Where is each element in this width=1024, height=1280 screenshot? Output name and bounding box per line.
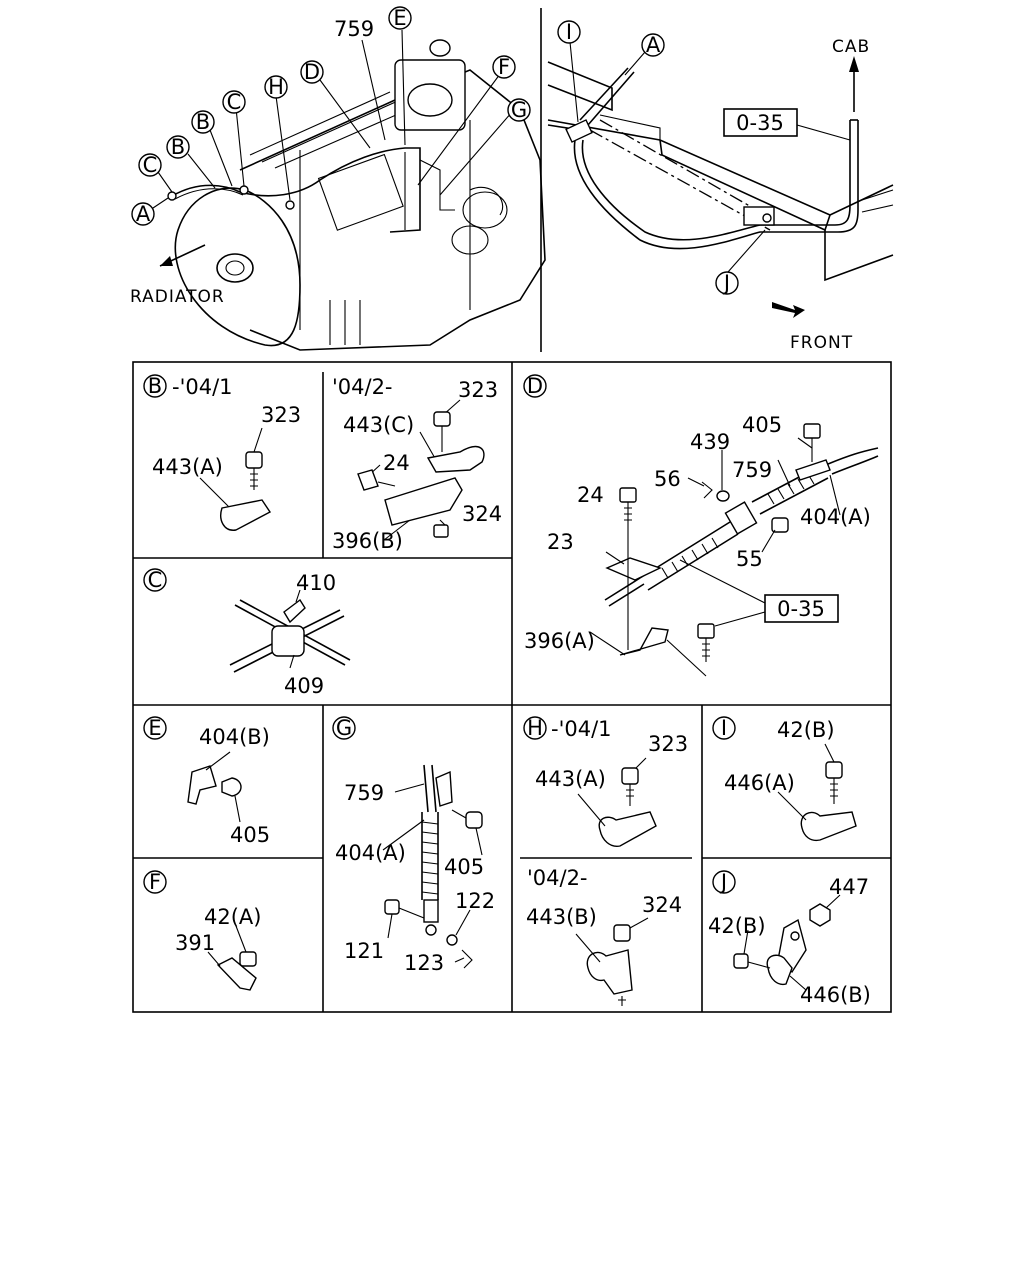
ref-box-0-35-overview-label: 0-35 (736, 111, 784, 135)
part-446b-j: 446(B) (800, 983, 871, 1007)
detail-panel-b-early: B -'04/1 323 443(A) (143, 374, 301, 531)
part-42b-j: 42(B) (708, 914, 766, 938)
callout-h: H (268, 75, 284, 99)
detail-panel-d: D 0-35 405 439 56 759 24 404(A) 2 (523, 374, 879, 677)
part-123-g: 123 (404, 951, 444, 975)
part-23-d: 23 (547, 530, 574, 554)
detail-panel-b-late: '04/2- 323 443(C) 24 324 396(B) (332, 375, 502, 553)
part-42a-f: 42(A) (204, 905, 261, 929)
detail-panel-g: G 759 404(A) 405 122 121 123 (332, 716, 495, 975)
part-55-d: 55 (736, 547, 763, 571)
part-759-overview: 759 (334, 17, 374, 41)
callout-a-overview: A (646, 33, 661, 57)
panel-b-early-title: -'04/1 (172, 375, 233, 399)
part-324-b-late: 324 (462, 502, 502, 526)
part-323-b-early: 323 (261, 403, 301, 427)
part-391-f: 391 (175, 931, 215, 955)
ref-box-0-35-detail (764, 594, 839, 623)
callout-c: C (143, 153, 158, 177)
frame-illustration (547, 56, 894, 318)
part-409: 409 (284, 674, 324, 698)
part-443c-b-late: 443(C) (343, 413, 414, 437)
frame-overview: 0-35 CAB FRONT I A J (547, 20, 894, 353)
detail-panel-f: F 42(A) 391 (143, 870, 261, 991)
part-122-g: 122 (455, 889, 495, 913)
callout-f: F (498, 55, 510, 79)
part-759-g: 759 (344, 781, 384, 805)
part-396b-b-late: 396(B) (332, 529, 403, 553)
detail-panel-j: J 447 42(B) 446(B) (708, 870, 871, 1007)
part-404a-d: 404(A) (800, 505, 871, 529)
part-446a-i: 446(A) (724, 771, 795, 795)
part-404b-e: 404(B) (199, 725, 270, 749)
panel-b-circle: B (148, 374, 162, 398)
callout-c-2: C (227, 90, 242, 114)
panel-h-late-title: '04/2- (527, 866, 588, 890)
panel-g-circle: G (336, 716, 352, 740)
part-56-d: 56 (654, 467, 681, 491)
callout-b: B (171, 135, 185, 159)
detail-panel-h-early: H -'04/1 323 443(A) (523, 716, 688, 847)
detail-grid (132, 361, 892, 1013)
part-443a-h-early: 443(A) (535, 767, 606, 791)
panel-i-circle: I (721, 716, 727, 740)
part-759-d: 759 (732, 458, 772, 482)
part-410: 410 (296, 571, 336, 595)
part-404a-g: 404(A) (335, 841, 406, 865)
part-443b-h-late: 443(B) (526, 905, 597, 929)
panel-d-circle: D (527, 374, 543, 398)
part-24-b-late: 24 (383, 451, 410, 475)
part-121-g: 121 (344, 939, 384, 963)
engine-illustration (159, 39, 546, 351)
radiator-label: RADIATOR (130, 287, 225, 307)
callout-a: A (136, 202, 151, 226)
callout-d: D (304, 60, 320, 84)
panel-b-late-title: '04/2- (332, 375, 393, 399)
part-439-d: 439 (690, 430, 730, 454)
engine-callouts: A C B B C H D 759 E F G (131, 6, 531, 226)
callout-e: E (393, 6, 406, 30)
callout-g: G (511, 98, 527, 122)
panel-h-circle: H (527, 716, 543, 740)
part-443a-b-early: 443(A) (152, 455, 223, 479)
part-24-d: 24 (577, 483, 604, 507)
part-42b-i: 42(B) (777, 718, 835, 742)
part-405-d: 405 (742, 413, 782, 437)
front-label: FRONT (790, 333, 853, 353)
part-323-h-early: 323 (648, 732, 688, 756)
panel-j-circle: J (719, 870, 727, 894)
panel-c-circle: C (148, 568, 163, 592)
detail-panel-i: I 42(B) 446(A) (712, 716, 857, 842)
panel-e-circle: E (148, 716, 161, 740)
callout-i-overview: I (566, 20, 572, 44)
part-324-h-late: 324 (642, 893, 682, 917)
cab-label: CAB (832, 37, 870, 57)
part-405-e: 405 (230, 823, 270, 847)
panel-f-circle: F (149, 870, 161, 894)
part-447-j: 447 (829, 875, 869, 899)
part-396a-d: 396(A) (524, 629, 595, 653)
detail-panel-h-late: '04/2- 324 443(B) (526, 866, 682, 1006)
part-323-b-late: 323 (458, 378, 498, 402)
detail-panel-e: E 404(B) 405 (143, 716, 270, 847)
panel-h-early-title: -'04/1 (551, 717, 612, 741)
ref-box-0-35-detail-label: 0-35 (777, 597, 825, 621)
callout-j-overview: J (722, 271, 730, 295)
part-405-g: 405 (444, 855, 484, 879)
ref-box-0-35-overview (723, 108, 798, 137)
callout-b-2: B (196, 110, 210, 134)
engine-overview: A C B B C H D 759 E F G RADIATOR (130, 6, 546, 351)
detail-panel-c: C 410 409 (143, 568, 351, 698)
